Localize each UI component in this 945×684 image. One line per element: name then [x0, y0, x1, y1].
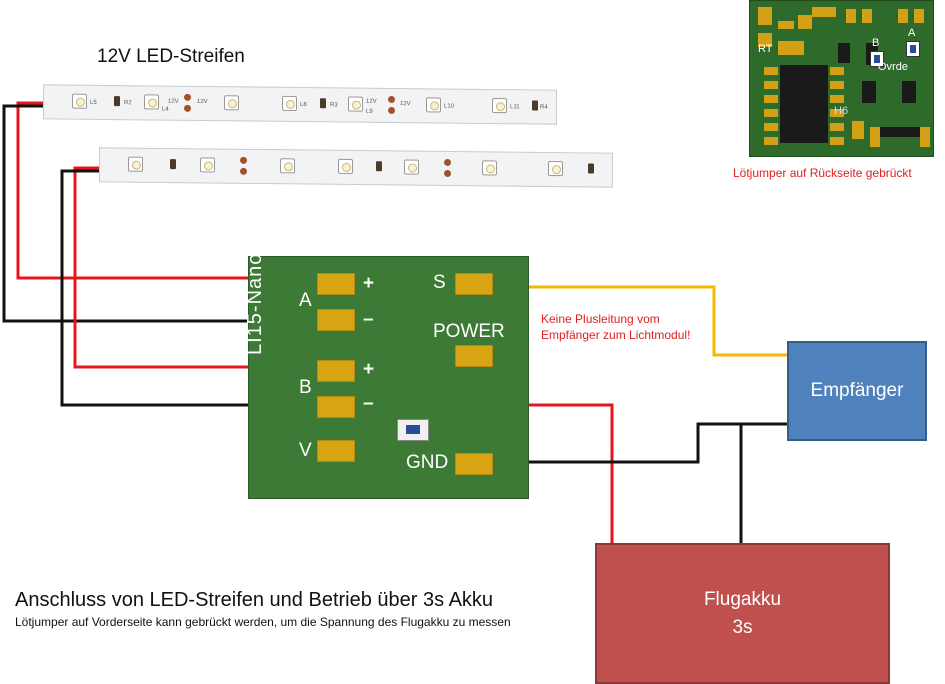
- diagram-subheading: Lötjumper auf Vorderseite kann gebrückt …: [15, 615, 511, 629]
- label-a-plus: +: [363, 273, 375, 294]
- led-strip-2: [99, 147, 613, 188]
- photo-label-ovrde: Ovrde: [878, 61, 908, 73]
- pad-a-plus: [317, 273, 355, 295]
- pcb-backside-photo: RT B A Ovrde H6: [749, 0, 934, 157]
- strip-label: 12V: [366, 98, 377, 105]
- wire-black-strip2: [60, 169, 318, 407]
- wire-black-strip1: [2, 104, 318, 323]
- pad-gnd: [455, 453, 493, 475]
- label-gnd: GND: [406, 452, 449, 473]
- strip-label: L11: [510, 104, 520, 111]
- pad-power: [455, 345, 493, 367]
- warning-note: Keine Plusleitung vom Empfänger zum Lich…: [541, 312, 691, 342]
- pad-s: [455, 273, 493, 295]
- diagram-heading: Anschluss von LED-Streifen und Betrieb ü…: [15, 589, 494, 611]
- module-name-label: LI15-Nano: [244, 252, 266, 355]
- wire-red-strip2: [73, 166, 318, 369]
- strip-label: 12V: [197, 98, 208, 106]
- label-b: B: [299, 377, 312, 398]
- battery-label: Flugakku: [703, 588, 782, 610]
- wire-red-strip1: [16, 101, 318, 280]
- strip-label: R4: [540, 104, 548, 111]
- battery-box: Flugakku 3s: [595, 543, 890, 684]
- strip-label: L8: [300, 102, 307, 109]
- strip-label: L10: [444, 103, 455, 110]
- photo-caption: Lötjumper auf Rückseite gebrückt: [733, 166, 912, 180]
- photo-label-h6: H6: [834, 105, 849, 117]
- photo-label-rt: RT: [758, 43, 773, 55]
- strip-label: R2: [124, 100, 132, 107]
- label-s: S: [433, 272, 446, 293]
- led-strip-title: 12V LED-Streifen: [97, 46, 245, 67]
- pad-v: [317, 440, 355, 462]
- wire-black-gnd: [476, 422, 789, 464]
- led-strip-1: L5 R2 L4 12V 12V L8 R3 12V L9 12V L10 L1…: [43, 84, 557, 125]
- receiver-label: Empfänger: [810, 380, 904, 401]
- label-b-minus: –: [363, 393, 374, 414]
- light-module-pcb: A B V + – + – S POWER GND: [248, 256, 529, 499]
- strip-label: L5: [90, 99, 97, 106]
- label-b-plus: +: [363, 359, 375, 380]
- pad-b-plus: [317, 360, 355, 382]
- label-a: A: [299, 290, 312, 311]
- strip-label: 12V: [400, 101, 411, 108]
- strip-label: L9: [366, 108, 373, 115]
- solder-jumper: [397, 419, 429, 441]
- photo-label-b: B: [872, 37, 880, 49]
- pad-a-minus: [317, 309, 355, 331]
- label-v: V: [299, 440, 312, 461]
- strip-label: R3: [330, 102, 338, 109]
- label-a-minus: –: [363, 309, 374, 330]
- label-power: POWER: [433, 321, 505, 342]
- wire-yellow-signal: [476, 285, 789, 357]
- strip-label: 12V: [168, 98, 179, 105]
- battery-cells-label: 3s: [732, 616, 753, 638]
- photo-label-a: A: [908, 27, 916, 39]
- pad-b-minus: [317, 396, 355, 418]
- strip-label: L4: [162, 106, 169, 113]
- receiver-box: Empfänger: [787, 341, 927, 441]
